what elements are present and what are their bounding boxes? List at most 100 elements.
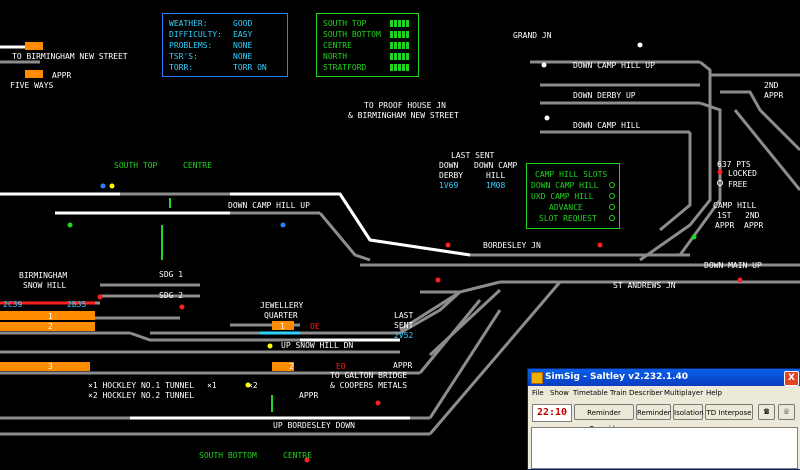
telephone-icon[interactable]: ☎ — [758, 404, 775, 420]
label-to-galton: TO GALTON BRIDGE — [330, 371, 408, 380]
label-2nd-appr: APPR — [764, 91, 784, 100]
label-to-proof-house-2: & BIRMINGHAM NEW STREET — [348, 111, 459, 120]
last-sent-col2: DOWN CAMP — [474, 161, 518, 170]
label-appr-low: APPR — [299, 391, 319, 400]
last-sent-col2-value: 1M08 — [486, 181, 506, 190]
isolation-button[interactable]: Isolation — [673, 404, 704, 420]
headcode[interactable]: 2C39 — [3, 300, 23, 309]
label-down-main-up: DOWN MAIN UP — [704, 261, 762, 270]
label-camp-hill: CAMP HILL — [713, 201, 757, 210]
label-2nd-b: 2ND — [745, 211, 760, 220]
area-label: STRATFORD — [323, 63, 367, 72]
camp-hill-slots-panel: CAMP HILL SLOTS DOWN CAMP HILL UXD CAMP … — [526, 163, 620, 229]
slot-indicator[interactable] — [609, 215, 615, 221]
status-label: PROBLEMS: — [169, 41, 213, 50]
label-2nd-appr-b: APPR — [744, 221, 764, 230]
area-indicator — [390, 42, 410, 49]
label-to-proof-house: TO PROOF HOUSE JN — [364, 101, 446, 110]
status-label: TSR'S: — [169, 52, 198, 61]
label-up-bordesley-down: UP BORDESLEY DOWN — [273, 421, 355, 430]
menu-file[interactable]: File — [532, 389, 544, 397]
simsig-window: SimSig - Saltley v2.232.1.40 X File Show… — [527, 368, 800, 470]
label-sdg2: SDG 2 — [159, 291, 184, 300]
slot-indicator[interactable] — [609, 182, 615, 188]
status-value: EASY — [233, 30, 253, 39]
label-birmingham: BIRMINGHAM — [19, 271, 68, 280]
label-south-top: SOUTH TOP — [114, 161, 158, 170]
reminder-button[interactable]: Reminder — [636, 404, 671, 420]
label-sdg1: SDG 1 — [159, 270, 184, 279]
label-south-bottom: SOUTH BOTTOM — [199, 451, 257, 460]
label-oe: OE — [310, 322, 320, 331]
headcode[interactable]: 2B35 — [67, 300, 87, 309]
label-2nd: 2ND — [764, 81, 779, 90]
label-appr-mid: APPR — [393, 361, 413, 370]
last-sent-title: LAST SENT — [451, 151, 495, 160]
label-down-camp-hill-up: DOWN CAMP HILL UP — [573, 61, 655, 70]
label-jewellery: JEWELLERY — [260, 301, 304, 310]
simsig-logo-icon — [531, 372, 543, 384]
clock-display: 22:10 — [532, 404, 572, 422]
area-label: NORTH — [323, 52, 348, 61]
label-1st: 1ST — [717, 211, 732, 220]
status-panel: WEATHER: GOOD DIFFICULTY: EASY PROBLEMS:… — [162, 13, 288, 77]
label-five-ways: FIVE WAYS — [10, 81, 54, 90]
td-interpose-button[interactable]: TD Interpose — [705, 404, 753, 420]
message-area[interactable] — [531, 427, 798, 469]
slot-label: DOWN CAMP HILL — [531, 181, 599, 190]
area-label: SOUTH TOP — [323, 19, 367, 28]
label-hockley2: ×2 HOCKLEY NO.2 TUNNEL — [88, 391, 194, 400]
menu-show[interactable]: Show — [550, 389, 569, 397]
close-button[interactable]: X — [784, 371, 799, 386]
last-sent-col1-value: 1V69 — [439, 181, 459, 190]
platform-number: 1 — [48, 312, 53, 321]
slots-title: CAMP HILL SLOTS — [535, 170, 608, 179]
area-indicator — [390, 64, 410, 71]
pts-title: 637 PTS — [717, 160, 751, 169]
status-label: DIFFICULTY: — [169, 30, 222, 39]
status-label: TORR: — [169, 63, 194, 72]
menu-train-describer[interactable]: Train Describer — [610, 389, 663, 397]
area-label: CENTRE — [323, 41, 352, 50]
pts-free: FREE — [728, 180, 748, 189]
last-sent-col1b: DERBY — [439, 171, 464, 180]
label-bordesley-jn: BORDESLEY JN — [483, 241, 541, 250]
label-st-andrews-jn: ST ANDREWS JN — [613, 281, 676, 290]
slot-label: ADVANCE — [549, 203, 583, 212]
jq-platform: 2 — [289, 362, 294, 371]
status-label: WEATHER: — [169, 19, 208, 28]
area-panel: SOUTH TOP SOUTH BOTTOM CENTRE NORTH STRA… — [316, 13, 419, 77]
slot-indicator[interactable] — [609, 204, 615, 210]
label-centre: CENTRE — [183, 161, 212, 170]
label-quarter: QUARTER — [264, 311, 298, 320]
last-sent-lower-title: LAST — [394, 311, 414, 320]
last-sent-lower-title2: SENT — [394, 321, 414, 330]
jq-platform: 1 — [280, 322, 285, 331]
menu-help[interactable]: Help — [706, 389, 722, 397]
area-indicator — [390, 31, 410, 38]
label-down-derby-up: DOWN DERBY UP — [573, 91, 636, 100]
menu-bar: File Show Timetable Train Describer Mult… — [528, 387, 800, 399]
label-centre-bottom: CENTRE — [283, 451, 312, 460]
status-value: GOOD — [233, 19, 253, 28]
label-appr: APPR — [52, 71, 72, 80]
phone-call-icon[interactable]: ☏ — [778, 404, 795, 420]
label-grand-jn: GRAND JN — [513, 31, 552, 40]
window-titlebar[interactable]: SimSig - Saltley v2.232.1.40 X — [528, 369, 800, 386]
status-value: NONE — [233, 41, 253, 50]
label-to-birmingham: TO BIRMINGHAM NEW STREET — [12, 52, 128, 61]
slot-label: SLOT REQUEST — [539, 214, 597, 223]
pts-locked: LOCKED — [728, 169, 757, 178]
menu-multiplayer[interactable]: Multiplayer — [664, 389, 704, 397]
slot-indicator[interactable] — [609, 193, 615, 199]
area-indicator — [390, 20, 410, 27]
menu-timetable[interactable]: Timetable — [573, 389, 608, 397]
label-1st-appr: APPR — [715, 221, 735, 230]
reminder-override-button[interactable]: Reminder Override — [574, 404, 634, 433]
platform-number: 3 — [48, 362, 53, 371]
platform-number: 2 — [48, 322, 53, 331]
status-value: TORR ON — [233, 63, 267, 72]
last-sent-lower-value: 2V52 — [394, 331, 414, 340]
label-coopers: & COOPERS METALS — [330, 381, 408, 390]
